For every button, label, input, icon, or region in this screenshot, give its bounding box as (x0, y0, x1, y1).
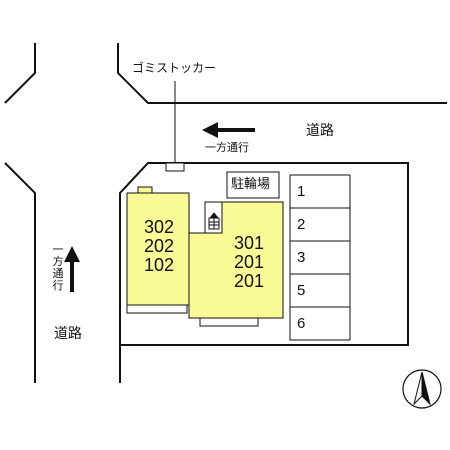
one-way-label-left-text: 一方通行 (52, 243, 64, 292)
north-arrow-icon (402, 369, 442, 409)
parking-space-number: 5 (297, 282, 306, 299)
one-way-label-top: 一方通行 (205, 141, 249, 154)
building-left-body (126, 192, 190, 306)
unit-number: 301 (233, 233, 265, 253)
one-way-arrow-left (64, 246, 80, 292)
building-left (126, 186, 190, 314)
building-right-bay (199, 317, 259, 327)
one-way-arrow-top (202, 122, 255, 138)
building-left-units: 302 202 102 (138, 218, 180, 275)
garbage-stocker-label: ゴミストッカー (132, 61, 217, 75)
road-label-top: 道路 (306, 123, 334, 139)
parking-space-number: 3 (297, 249, 306, 266)
road-edge-lot-top (4, 162, 36, 383)
building-left-bay (126, 304, 188, 314)
unit-number: 201 (233, 271, 265, 291)
bicycle-parking-box (226, 171, 280, 199)
one-way-label-left: 一方通行 (52, 244, 64, 292)
unit-number: 201 (233, 252, 265, 272)
road-edge-top-right (117, 43, 447, 104)
bicycle-parking-label: 駐輪場 (231, 177, 271, 192)
lot-boundary (119, 162, 409, 383)
parking-space-number: 6 (297, 315, 306, 332)
unit-number: 102 (143, 255, 175, 275)
road-edge-top-left (4, 43, 36, 104)
unit-number: 202 (143, 236, 175, 256)
parking-space-number: 1 (297, 183, 306, 200)
parking-space-number: 2 (297, 216, 306, 233)
building-left-top-notch (137, 186, 153, 194)
unit-number: 302 (143, 217, 175, 237)
road-label-left: 道路 (54, 326, 82, 342)
parking-area (289, 174, 351, 341)
garbage-stocker (165, 162, 185, 172)
building-right-units: 301 201 201 (228, 234, 270, 291)
building-right (188, 201, 284, 327)
stairs-icon (208, 212, 220, 230)
